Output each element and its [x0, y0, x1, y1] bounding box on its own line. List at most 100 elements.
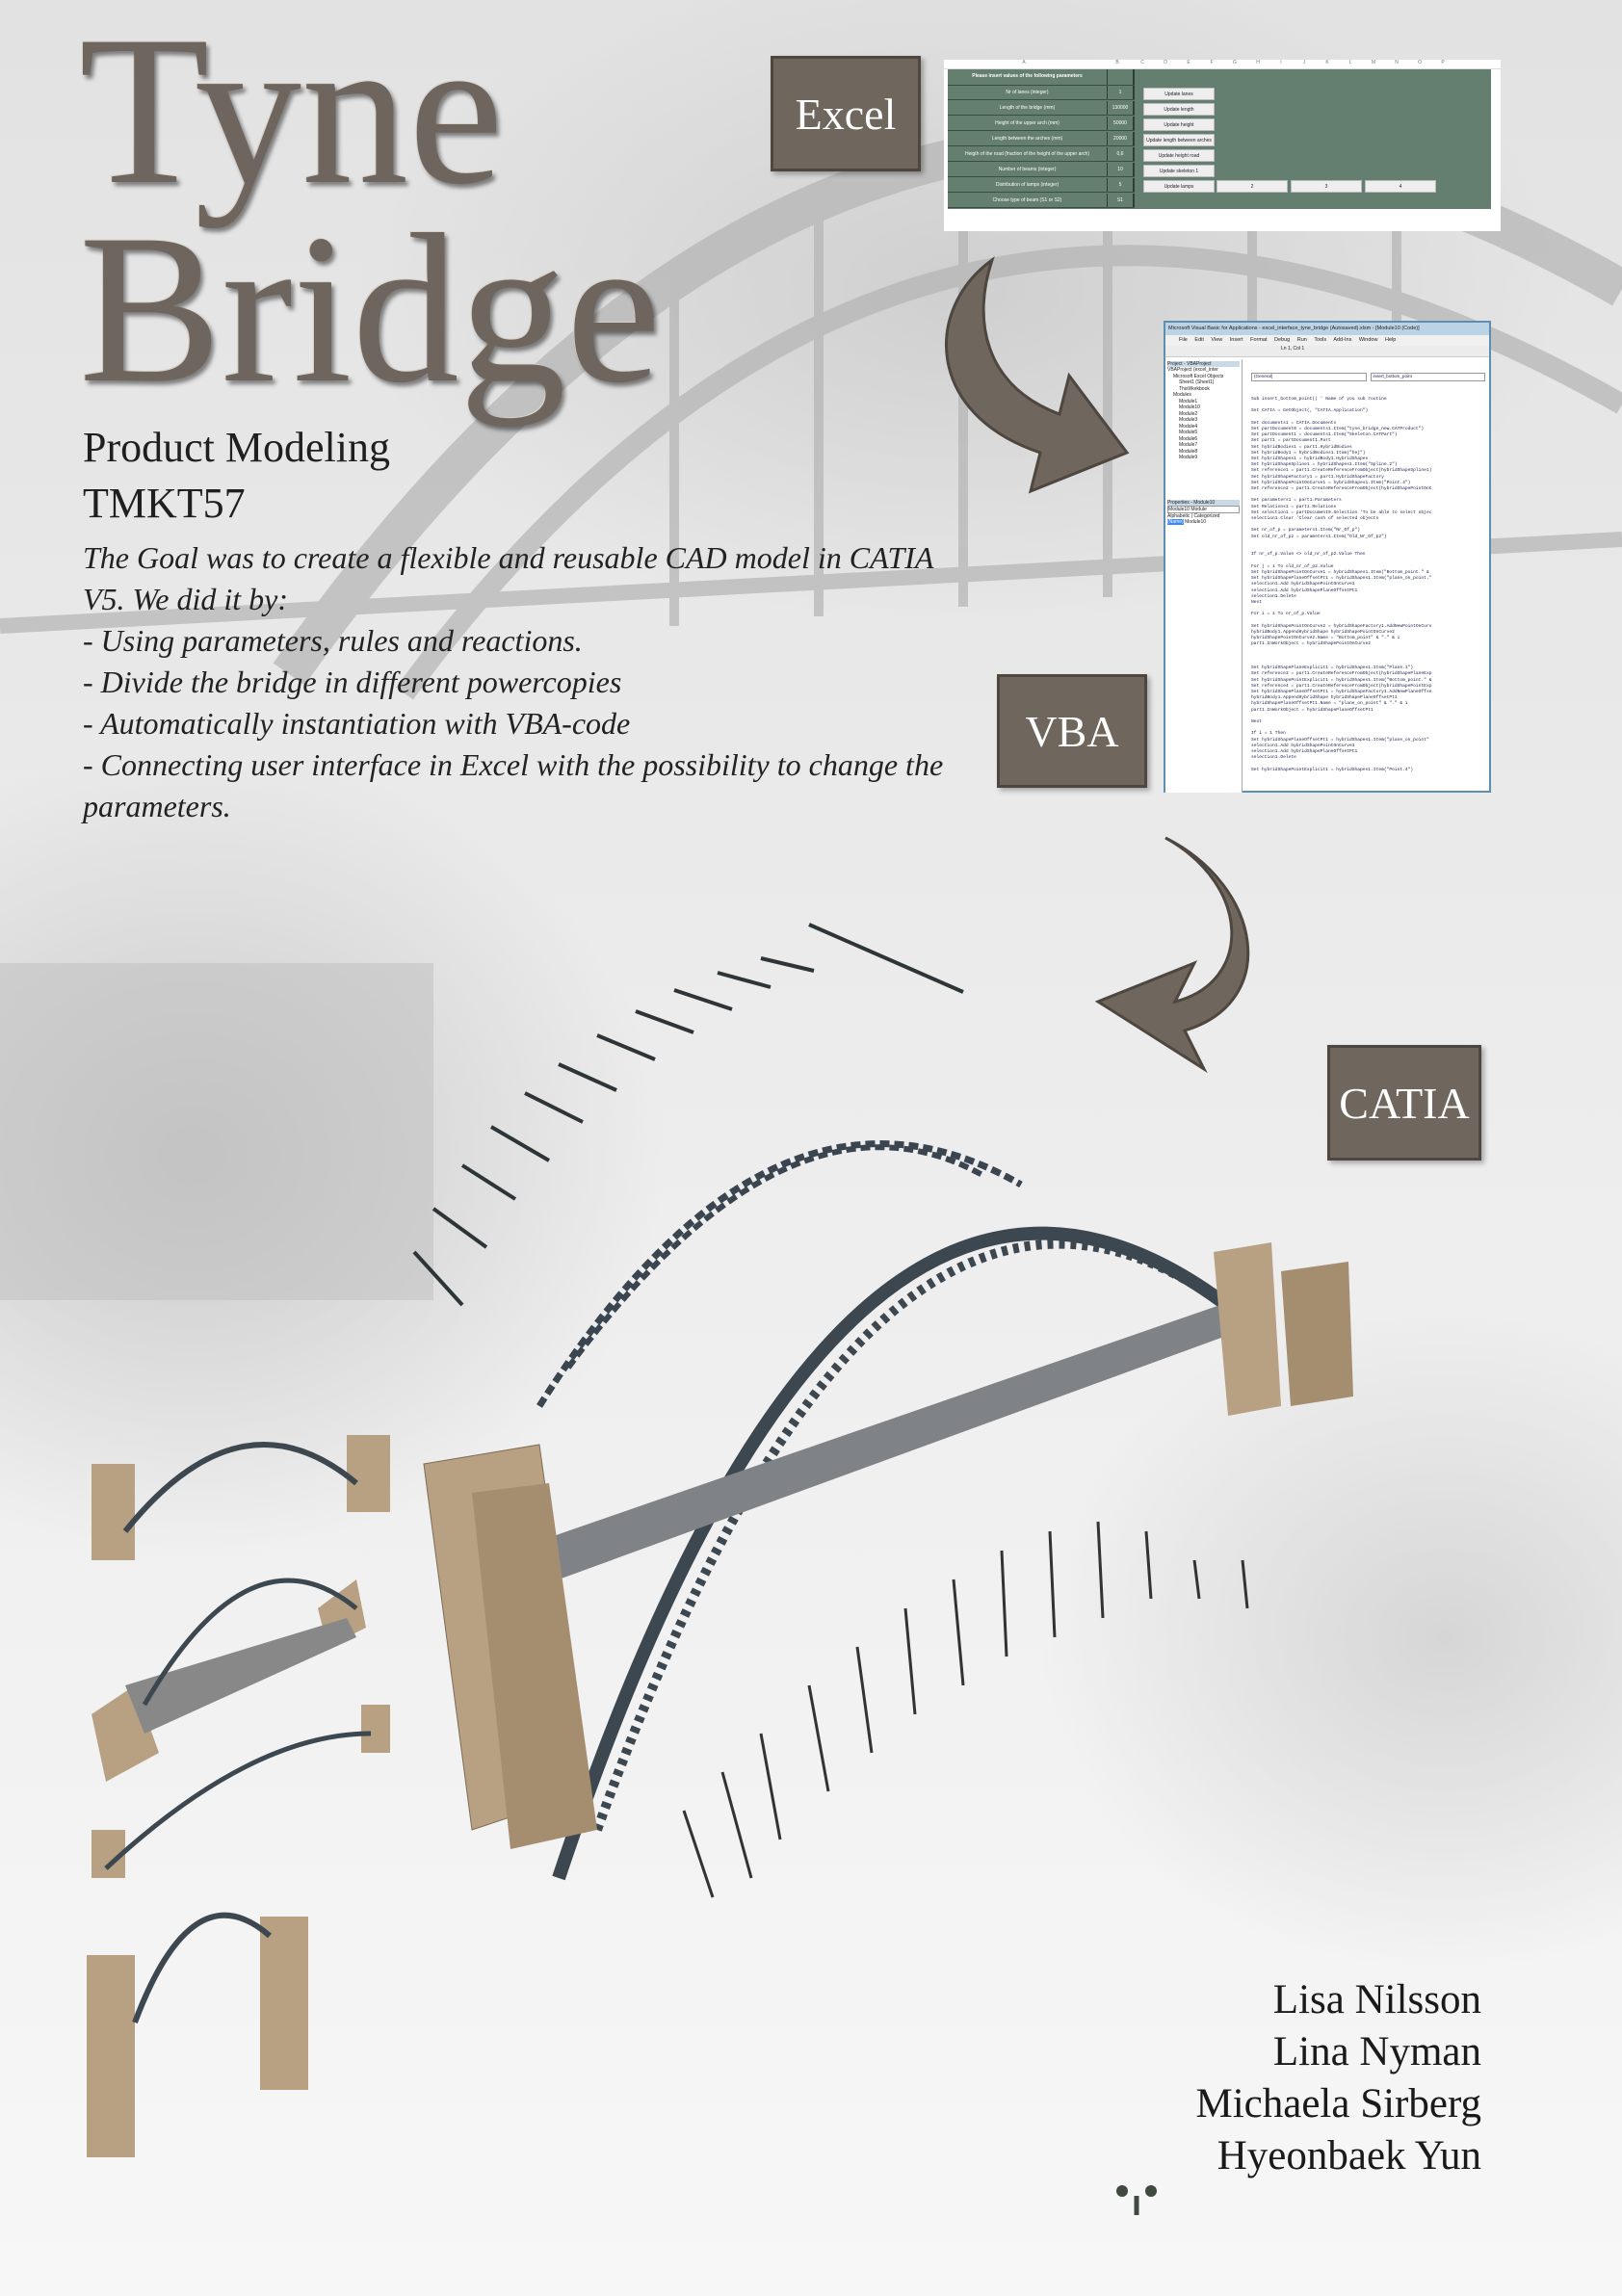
column-header[interactable]: P [1441, 60, 1445, 65]
tree-item[interactable]: Module2 [1179, 410, 1198, 417]
update-button[interactable]: Update height road [1143, 149, 1215, 162]
tree-item[interactable]: Module1 [1179, 398, 1198, 404]
menu-item[interactable]: Insert [1229, 337, 1243, 343]
tree-item[interactable]: Sheet1 (Sheet1) [1179, 379, 1215, 385]
subtitle: Product Modeling [83, 424, 390, 471]
course-code: TMKT57 [83, 480, 246, 527]
menu-item[interactable]: File [1179, 337, 1188, 343]
column-header[interactable]: E [1187, 60, 1190, 65]
object-combo[interactable]: (General) [1251, 373, 1367, 381]
update-button[interactable]: Update lamps [1143, 180, 1215, 193]
tree-item[interactable]: Module7 [1179, 442, 1198, 448]
menu-item[interactable]: Edit [1194, 337, 1204, 343]
parameter-row: Distribution of lamps (integer)5 [948, 178, 1135, 193]
exploded-hangers [682, 1521, 1249, 1898]
parameter-row: Nr of lanes (integer)1 [948, 86, 1135, 100]
parameter-label: Length of the bridge (mm) [948, 101, 1108, 115]
menu-item[interactable]: Window [1358, 337, 1378, 343]
tree-item[interactable]: Module3 [1179, 417, 1198, 423]
column-header[interactable]: C [1140, 60, 1144, 65]
skeleton-button[interactable]: 2 [1216, 180, 1288, 193]
tree-item[interactable]: Module4 [1179, 423, 1198, 430]
tree-item[interactable]: Module9 [1179, 455, 1198, 460]
update-button[interactable]: Update length [1143, 103, 1215, 116]
skeleton-button[interactable]: 3 [1291, 180, 1362, 193]
parameter-value[interactable]: 10 [1108, 163, 1135, 176]
column-header[interactable]: A [1022, 60, 1026, 65]
parameter-label: Nr of lanes (integer) [948, 86, 1108, 99]
update-button[interactable]: Update height [1143, 118, 1215, 131]
menu-item[interactable]: Format [1250, 337, 1268, 343]
tree-item[interactable]: Microsoft Excel Objects [1173, 373, 1224, 379]
parameter-value[interactable]: 20000 [1108, 132, 1135, 145]
column-headers: A B C D E F G H I J K L M N O P [944, 60, 1501, 69]
author-name: Michaela Sirberg [1195, 2081, 1481, 2126]
column-header[interactable]: H [1256, 60, 1260, 65]
parameter-label: Number of beams (integer) [948, 163, 1108, 176]
tab-alphabetic[interactable]: Alphabetic [1167, 512, 1190, 519]
prop-value[interactable]: Module10 [1185, 518, 1207, 525]
catia-label: CATIA [1327, 1045, 1481, 1161]
exploded-beams [412, 923, 964, 1307]
column-header[interactable]: D [1164, 60, 1167, 65]
menu-item[interactable]: Help [1384, 337, 1397, 343]
tree-item[interactable]: ThisWorkbook [1179, 385, 1210, 392]
goal-bullet: - Divide the bridge in different powerco… [83, 665, 622, 699]
main-bridge [423, 1226, 1353, 1881]
menu-item[interactable]: Tools [1314, 337, 1327, 343]
parameter-row: Length of the bridge (mm)130000 [948, 101, 1135, 116]
prop-name: (Name) [1167, 518, 1184, 525]
arrow-excel-to-vba-icon [945, 256, 1130, 494]
menu-item[interactable]: Run [1296, 337, 1307, 343]
update-button[interactable]: Update length between arches [1143, 134, 1215, 146]
menu-item[interactable]: Add-Ins [1333, 337, 1352, 343]
cursor-position: Ln 1, Col 1 [1281, 346, 1305, 352]
parameter-label: Height of the upper arch (mm) [948, 117, 1108, 130]
parameter-value[interactable]: S1 [1108, 194, 1135, 207]
tree-item[interactable]: Module6 [1179, 435, 1198, 442]
column-header[interactable]: B [1115, 60, 1119, 65]
tab-categorized[interactable]: Categorized [1193, 512, 1220, 519]
properties-combo[interactable]: Module10 Module [1167, 505, 1240, 513]
parameter-value[interactable]: 130000 [1108, 101, 1135, 115]
parameter-value[interactable]: 50000 [1108, 117, 1135, 130]
title-bridge: Bridge [79, 191, 662, 428]
goal-bullet: - Automatically instantiation with VBA-c… [83, 706, 631, 741]
parameter-value[interactable]: 1 [1108, 86, 1135, 99]
parameter-value[interactable]: 0,6 [1108, 147, 1135, 161]
menu-item[interactable]: Debug [1274, 337, 1291, 343]
tree-item[interactable]: VBAProject (excel_inter [1167, 367, 1218, 373]
parameter-value[interactable]: 5 [1108, 178, 1135, 192]
tree-item[interactable]: Module5 [1179, 430, 1198, 435]
column-header[interactable]: K [1325, 60, 1329, 65]
column-header[interactable]: M [1371, 60, 1376, 65]
code-pane[interactable]: (General)insert_bottom_point Sub insert_… [1247, 359, 1489, 791]
menu-item[interactable]: View [1211, 337, 1223, 343]
vba-code: Sub insert_bottom_point() ' Name of you … [1251, 397, 1432, 772]
update-button[interactable]: Update lanes [1143, 88, 1215, 100]
column-header[interactable]: L [1348, 60, 1352, 65]
tree-item[interactable]: Modules [1173, 392, 1191, 398]
author-name: Lisa Nilsson [1272, 1977, 1481, 2022]
skeleton-button[interactable]: 4 [1365, 180, 1436, 193]
column-header[interactable]: N [1395, 60, 1399, 65]
parameter-row: Heigth of the road (fraction of the heig… [948, 147, 1135, 162]
column-header[interactable]: I [1280, 60, 1282, 65]
column-header[interactable]: J [1302, 60, 1306, 65]
goal-intro: The Goal was to create a flexible and re… [83, 540, 933, 616]
project-title: Project - VBAProject [1167, 361, 1240, 367]
update-button[interactable]: Update skeleton 1 [1143, 165, 1215, 177]
authors: Lisa Nilsson Lina Nyman Michaela Sirberg… [1195, 1974, 1481, 2182]
window-title: Microsoft Visual Basic for Applications … [1165, 323, 1489, 335]
column-header[interactable]: F [1210, 60, 1214, 65]
catia-bridge-renderings [87, 923, 1353, 2215]
parameter-grid: Please insert values of the following pa… [948, 69, 1491, 209]
parameter-row: Number of beams (integer)10 [948, 163, 1135, 177]
tree-item[interactable]: Module8 [1179, 448, 1198, 455]
procedure-combo[interactable]: insert_bottom_point [1370, 373, 1485, 381]
column-header[interactable]: O [1418, 60, 1422, 65]
column-header[interactable]: G [1233, 60, 1237, 65]
excel-sheet: A B C D E F G H I J K L M N O P Please insert values of… [944, 60, 1501, 231]
tree-item[interactable]: Module10 [1179, 404, 1200, 410]
parameter-label: Choose type of beam (S1 or S2) [948, 194, 1108, 207]
